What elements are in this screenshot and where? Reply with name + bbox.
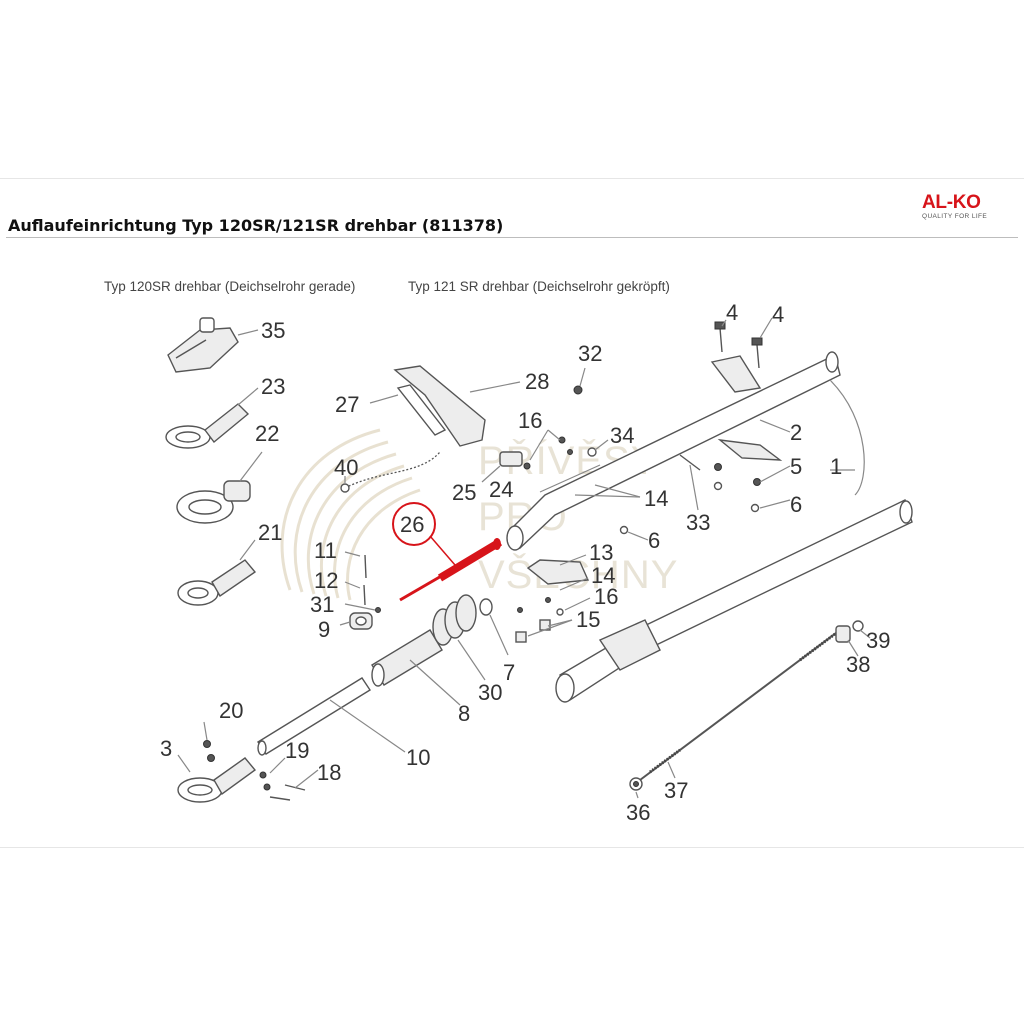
- label-12: 12: [314, 568, 338, 593]
- part-3-drawbar-eye: [177, 721, 257, 803]
- label-23: 23: [261, 374, 285, 399]
- part-27-28-handbrake-lever: [369, 365, 521, 447]
- label-32: 32: [578, 341, 602, 366]
- brand-tagline: QUALITY FOR LIFE: [922, 213, 988, 220]
- label-40: 40: [334, 455, 358, 480]
- label-22: 22: [255, 421, 279, 446]
- part-9-bushing: [339, 612, 373, 630]
- label-11: 11: [314, 538, 337, 563]
- part-23-drawbar-eye: [165, 387, 259, 449]
- part-35-coupling-head: [167, 317, 259, 373]
- label-33: 33: [686, 510, 710, 535]
- part-4-bolts: [714, 317, 773, 369]
- label-30: 30: [478, 680, 502, 705]
- part-30-shock-absorber-bellows: [432, 594, 486, 681]
- brand-name: AL-KO: [922, 192, 981, 213]
- label-4-left: 4: [726, 300, 738, 325]
- label-25: 25: [452, 480, 476, 505]
- label-16-mid: 16: [594, 584, 618, 609]
- label-39: 39: [866, 628, 890, 653]
- label-4-right: 4: [772, 302, 784, 327]
- label-35: 35: [261, 318, 285, 343]
- part-2-drawbar-tube-bent: [506, 351, 841, 551]
- document-title: Auflaufeinrichtung Typ 120SR/121SR drehb…: [8, 216, 504, 235]
- part-5-6-nuts: [619, 463, 791, 541]
- part-1-main-drawbar: [555, 379, 913, 703]
- label-5: 5: [790, 454, 802, 479]
- part-26-highlighted-rod[interactable]: [392, 502, 503, 602]
- drawing-sheet: [0, 178, 1024, 848]
- part-10-push-rod-tube: [257, 677, 406, 756]
- label-8: 8: [458, 701, 470, 726]
- label-7: 7: [503, 660, 515, 685]
- label-9: 9: [318, 617, 330, 642]
- part-7-ring: [479, 598, 509, 656]
- part-33-pin: [679, 454, 701, 511]
- label-26: 26: [400, 512, 424, 537]
- part-34-washer: [587, 439, 609, 457]
- part-36-nut: [629, 777, 643, 799]
- label-31: 31: [310, 592, 334, 617]
- title-divider: [6, 237, 1018, 238]
- part-13-14-15-16-brackets: [515, 464, 641, 643]
- label-37: 37: [664, 778, 688, 803]
- label-24: 24: [489, 477, 513, 502]
- label-6-right: 6: [790, 492, 802, 517]
- label-13: 13: [589, 540, 613, 565]
- part-11-12-31-pins: [344, 551, 381, 613]
- label-38: 38: [846, 652, 870, 677]
- label-27: 27: [335, 392, 359, 417]
- label-18: 18: [317, 760, 341, 785]
- subtitle-type-120sr: Typ 120SR drehbar (Deichselrohr gerade): [104, 279, 356, 294]
- brand-logo: AL-KO QUALITY FOR LIFE: [922, 192, 1014, 220]
- label-28: 28: [525, 369, 549, 394]
- label-10: 10: [406, 745, 430, 770]
- part-18-19-bolts: [259, 757, 319, 801]
- part-40-breakaway-cable: [340, 451, 441, 493]
- subtitle-type-121sr: Typ 121 SR drehbar (Deichselrohr gekröpf…: [408, 279, 670, 294]
- part-32-nut: [573, 367, 586, 395]
- label-20: 20: [219, 698, 243, 723]
- label-1: 1: [830, 454, 842, 479]
- label-16-top: 16: [518, 408, 542, 433]
- label-21: 21: [258, 520, 282, 545]
- label-6-mid: 6: [648, 528, 660, 553]
- label-19: 19: [285, 738, 309, 763]
- part-8-sleeve: [371, 629, 461, 706]
- part-37-threaded-rod: [639, 629, 841, 781]
- label-34: 34: [610, 423, 634, 448]
- highlight-circle-26[interactable]: [392, 502, 436, 546]
- label-36: 36: [626, 800, 650, 825]
- label-3: 3: [160, 736, 172, 761]
- label-15: 15: [576, 607, 600, 632]
- label-14-top: 14: [644, 486, 668, 511]
- part-21-drawbar-eye: [177, 539, 257, 606]
- part-24-25-16-fittings: [481, 429, 573, 483]
- part-22-drawbar-eye: [176, 451, 263, 524]
- part-38-39-nut-washer: [835, 620, 871, 657]
- label-2: 2: [790, 420, 802, 445]
- part-number-labels: 35 23 22 21 40 27 28 32 16 34 25 24 14 2…: [160, 300, 890, 825]
- label-14-mid: 14: [591, 563, 615, 588]
